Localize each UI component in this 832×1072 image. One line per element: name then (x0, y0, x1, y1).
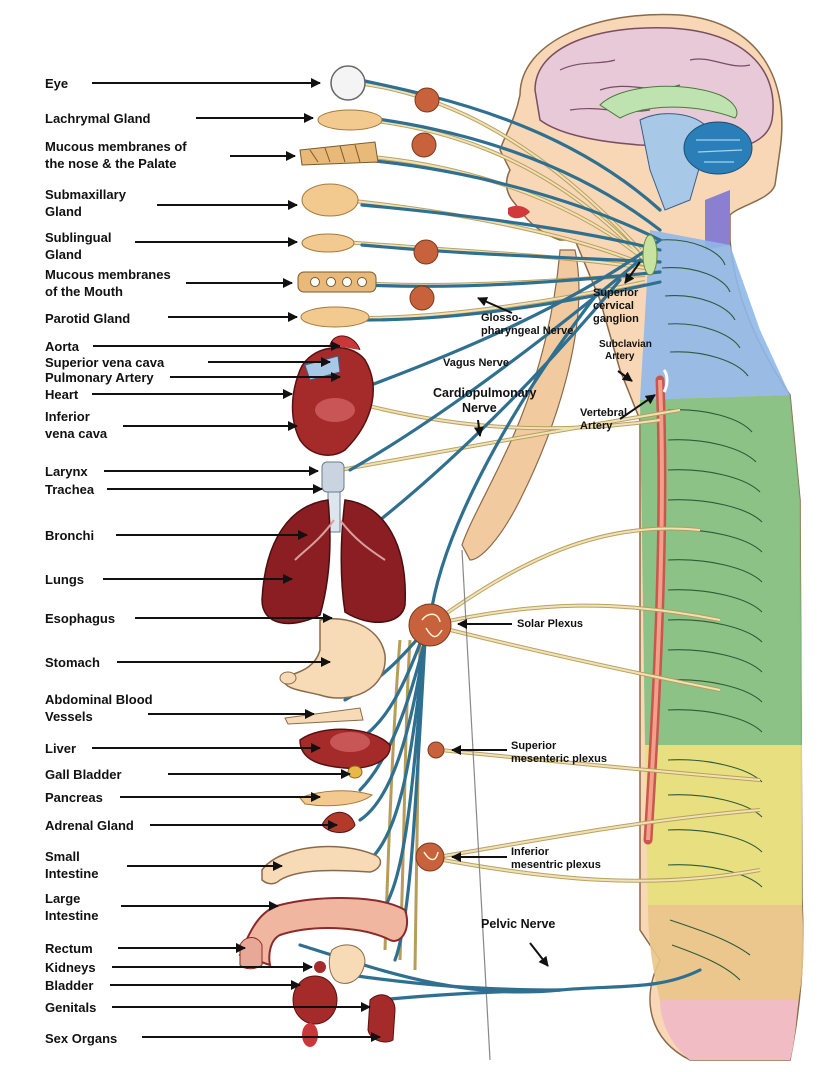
organs (238, 65, 409, 1047)
label-inferior-vena-cava-line1: Inferior (45, 409, 90, 424)
label-submaxillary-line2: Gland (45, 204, 82, 219)
label-mucous-nose-line1: Mucous membranes of (45, 139, 187, 154)
vertebrae (659, 239, 763, 981)
label-bronchi: Bronchi (45, 528, 95, 543)
label-adrenal-gland: Adrenal Gland (45, 818, 134, 833)
label-rectum: Rectum (45, 941, 93, 956)
label-cardiopulmonary-line1: Cardiopulmonary (433, 386, 537, 400)
label-pancreas: Pancreas (45, 790, 103, 805)
label-heart: Heart (45, 387, 79, 402)
label-large-intestine-line2: Intestine (45, 908, 99, 923)
label-sex-organs: Sex Organs (45, 1031, 118, 1046)
label-superior-mesenteric-line1: Superior (511, 740, 557, 752)
label-large-intestine-line1: Large (45, 891, 81, 906)
label-lachrymal-gland: Lachrymal Gland (45, 111, 151, 126)
label-cardiopulmonary-line2: Nerve (462, 401, 497, 415)
label-abdominal-line2: Vessels (45, 709, 93, 724)
label-mucous-mouth-line2: of the Mouth (45, 284, 123, 299)
label-sublingual-line1: Sublingual (45, 230, 112, 245)
spine-bands (640, 190, 804, 1060)
label-solar-plexus: Solar Plexus (517, 618, 584, 630)
label-stomach: Stomach (45, 655, 100, 670)
label-small-intestine-line2: Intestine (45, 866, 99, 881)
label-trachea: Trachea (45, 482, 95, 497)
label-inferior-vena-cava-line2: vena cava (45, 426, 108, 441)
label-vagus-nerve: Vagus Nerve (443, 357, 510, 369)
label-inferior-mesenteric-line1: Inferior (511, 846, 549, 858)
label-larynx: Larynx (45, 464, 88, 479)
label-superior-vena-cava: Superior vena cava (45, 355, 165, 370)
label-genitals: Genitals (45, 1000, 97, 1015)
label-mucous-mouth-line1: Mucous membranes (45, 267, 171, 282)
label-bladder: Bladder (45, 978, 94, 993)
label-lungs: Lungs (45, 572, 84, 587)
ganglia (408, 87, 452, 872)
label-subclavian-line2: Artery (605, 351, 635, 362)
label-esophagus: Esophagus (45, 611, 116, 626)
label-gall-bladder: Gall Bladder (45, 767, 122, 782)
label-aorta: Aorta (45, 339, 79, 354)
label-liver: Liver (45, 741, 77, 756)
label-inferior-mesenteric-line2: mesentric plexus (511, 859, 601, 871)
eye-shape (330, 65, 366, 101)
label-pulmonary-artery: Pulmonary Artery (45, 370, 154, 385)
label-glossopharyngeal-line1: Glosso- (481, 312, 522, 324)
label-superior-cervical-line3: ganglion (593, 313, 639, 325)
label-superior-cervical-line1: Superior (593, 287, 639, 299)
label-superior-mesenteric-line2: mesenteric plexus (511, 753, 607, 765)
label-eye: Eye (45, 76, 69, 91)
label-small-intestine-line1: Small (45, 849, 80, 864)
label-abdominal-line1: Abdominal Blood (45, 692, 153, 707)
label-mucous-nose-line2: the nose & the Palate (45, 156, 177, 171)
blue-nerves (298, 78, 702, 1002)
label-glossopharyngeal-line2: pharyngeal Nerve (481, 325, 574, 337)
label-pelvic-nerve: Pelvic Nerve (481, 917, 556, 931)
label-superior-cervical-line2: cervical (593, 300, 634, 312)
label-vertebral-artery-line2: Artery (580, 420, 613, 432)
label-kidneys: Kidneys (45, 960, 96, 975)
label-submaxillary-line1: Submaxillary (45, 187, 126, 202)
label-sublingual-line2: Gland (45, 247, 82, 262)
pointer-arrows (92, 78, 656, 1042)
label-subclavian-line1: Subclavian (599, 339, 652, 350)
label-parotid-gland: Parotid Gland (45, 311, 131, 326)
label-vertebral-artery-line1: Vertebral (580, 407, 628, 419)
